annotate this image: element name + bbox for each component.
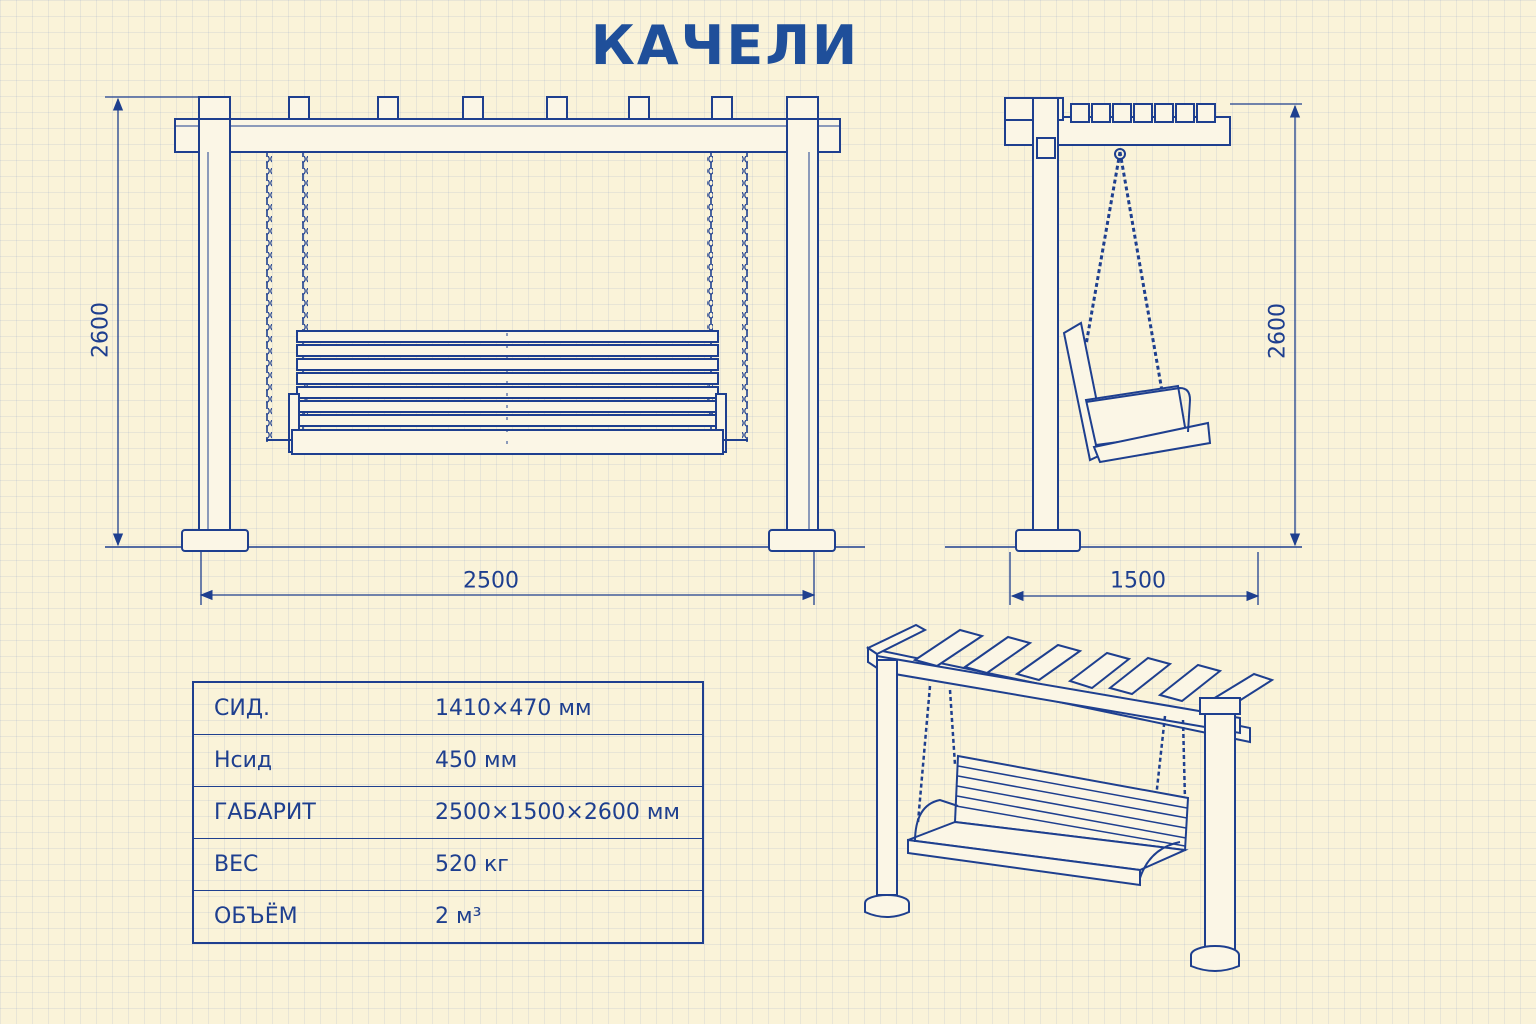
spec-value: 2500×1500×2600 мм	[435, 786, 703, 839]
front-dimension-lines	[105, 96, 816, 605]
spec-value: 2 м³	[435, 890, 703, 943]
side-joists	[1070, 103, 1216, 123]
front-height-label: 2600	[88, 302, 114, 358]
isometric-view	[864, 623, 1275, 972]
spec-value: 520 кг	[435, 838, 703, 891]
side-post	[1032, 97, 1059, 531]
side-depth-label: 1500	[1110, 568, 1166, 594]
spec-row-seat-height: Нсид 450 мм	[193, 734, 703, 787]
spec-row-overall: ГАБАРИТ 2500×1500×2600 мм	[193, 786, 703, 839]
spec-label: ГАБАРИТ	[193, 786, 435, 839]
spec-label: ВЕС	[193, 838, 435, 891]
front-chains	[266, 152, 748, 442]
front-bench	[266, 330, 748, 455]
side-bench	[1062, 321, 1212, 464]
spec-label: Нсид	[193, 734, 435, 787]
side-chains	[1084, 151, 1170, 426]
front-width-label: 2500	[463, 568, 519, 594]
side-view	[945, 97, 1302, 605]
front-joists	[288, 96, 733, 120]
iso-bench	[907, 754, 1190, 887]
spec-row-seat: СИД. 1410×470 мм	[193, 681, 703, 735]
spec-value: 1410×470 мм	[435, 681, 703, 735]
spec-table: СИД. 1410×470 мм Нсид 450 мм ГАБАРИТ 250…	[192, 681, 704, 944]
side-dimension-lines	[1009, 103, 1302, 605]
spec-label: ОБЪЁМ	[193, 890, 435, 943]
front-right-footing	[768, 529, 836, 552]
side-footing	[1015, 529, 1081, 552]
front-right-post	[786, 96, 819, 531]
side-height-label: 2600	[1265, 303, 1291, 359]
front-view	[105, 96, 865, 605]
front-left-post	[198, 96, 231, 531]
spec-label: СИД.	[193, 681, 435, 735]
spec-value: 450 мм	[435, 734, 703, 787]
page-title: КАЧЕЛИ	[590, 14, 860, 77]
spec-row-volume: ОБЪЁМ 2 м³	[193, 890, 703, 943]
front-left-footing	[181, 529, 249, 552]
spec-row-weight: ВЕС 520 кг	[193, 838, 703, 891]
